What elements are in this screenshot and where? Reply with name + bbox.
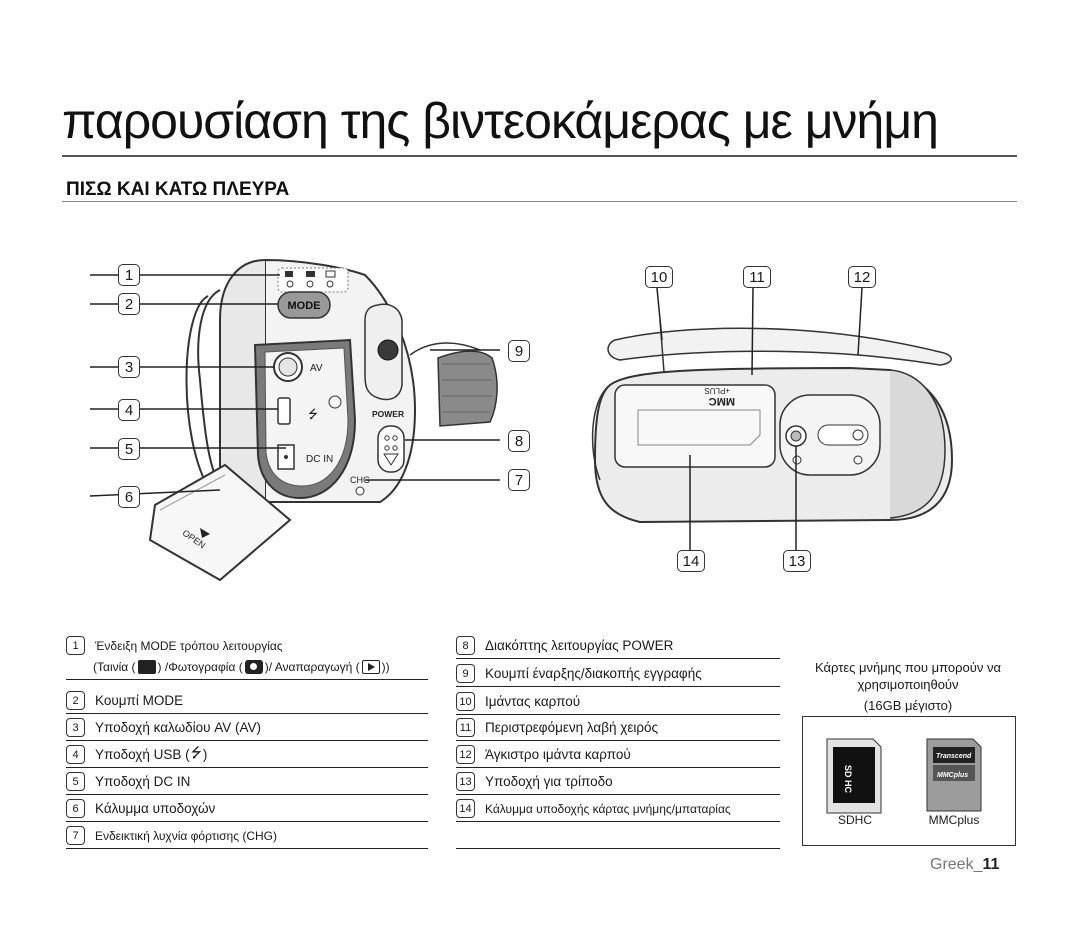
camera-icon [244, 660, 263, 674]
camera-bottom-illustration: MMC +PLUS [591, 287, 954, 555]
legend-item: 14 Κάλυμμα υποδοχής κάρτας μνήμης/μπαταρ… [456, 796, 780, 822]
sdhc-logo: SD HC [843, 765, 853, 794]
callout-4: 4 [118, 399, 140, 421]
mmcplus-logo: MMCplus [937, 772, 968, 779]
movie-icon [137, 660, 156, 674]
title-divider [62, 155, 1017, 157]
legend-right: 8 Διακόπτης λειτουργίας POWER 9 Κουμπί έ… [456, 633, 780, 853]
page-number: 11 [982, 856, 1000, 873]
callout-1: 1 [118, 264, 140, 286]
legend-item: 12 Άγκιστρο ιμάντα καρπού [456, 742, 780, 768]
cards-capacity: (16GB μέγιστο) [863, 698, 953, 713]
callout-13: 13 [783, 550, 811, 572]
section-heading: ΠΙΣΩ ΚΑΙ ΚΑΤΩ ΠΛΕΥΡΑ [66, 179, 290, 200]
memory-cards-illustration: SD HC Transcend MMCplus [826, 738, 982, 814]
mode-button [277, 291, 331, 319]
legend-item: 2 Κουμπί MODE [66, 688, 428, 714]
legend-item: 1 Ένδειξη MODE τρόπου λειτουργίας [66, 633, 428, 658]
callout-14: 14 [677, 550, 705, 572]
svg-text:CHG: CHG [350, 475, 370, 485]
callout-10: 10 [645, 266, 673, 288]
callout-8: 8 [508, 430, 530, 452]
page-title: παρουσίαση της βιντεοκάμερας με μνήμη [62, 93, 939, 149]
page-footer: Greek_11 [930, 856, 999, 874]
section-divider [62, 201, 1017, 202]
play-icon [361, 660, 380, 674]
sdhc-card-label: SDHC [837, 813, 872, 827]
legend-item: 5 Υποδοχή DC IN [66, 769, 428, 795]
legend-left: 1 Ένδειξη MODE τρόπου λειτουργίας (Ταινί… [66, 633, 428, 853]
legend-item: (Ταινία ( ) /Φωτογραφία ( )/ Αναπαραγωγή… [66, 655, 428, 680]
memory-cards-box: SD HC Transcend MMCplus SDHC MMCplus [802, 716, 1016, 846]
legend-item: 10 Ιμάντας καρπού [456, 689, 780, 715]
legend-item: 3 Υποδοχή καλωδίου AV (AV) [66, 715, 428, 741]
legend-item: 8 Διακόπτης λειτουργίας POWER [456, 633, 780, 659]
usb-port [277, 397, 291, 425]
mmcplus-card-label: MMCplus [928, 813, 980, 827]
callout-5: 5 [118, 438, 140, 460]
legend-item: 6 Κάλυμμα υποδοχών [66, 796, 428, 822]
legend-item: 7 Ενδεικτική λυχνία φόρτισης (CHG) [66, 823, 428, 849]
legend-item: 11 Περιστρεφόμενη λαβή χειρός [456, 715, 780, 741]
footer-language: Greek_ [930, 856, 983, 873]
connector-cover: OPEN [148, 463, 292, 582]
usb-icon: ⭍ [190, 745, 202, 761]
legend-divider [456, 823, 780, 849]
cards-caption: Κάρτες μνήμης που μπορούν να χρησιμοποιη… [815, 660, 1001, 692]
callout-3: 3 [118, 356, 140, 378]
callout-2: 2 [118, 293, 140, 315]
record-button [377, 339, 399, 361]
callout-6: 6 [118, 486, 140, 508]
callout-9: 9 [508, 340, 530, 362]
svg-text:POWER: POWER [372, 409, 404, 419]
svg-text:+PLUS: +PLUS [704, 386, 730, 395]
mode-indicator-icon [277, 267, 349, 293]
callout-7: 7 [508, 469, 530, 491]
svg-text:DC IN: DC IN [306, 454, 333, 465]
legend-item: 9 Κουμπί έναρξης/διακοπής εγγραφής [456, 661, 780, 687]
svg-text:AV: AV [310, 363, 323, 374]
transcend-logo: Transcend [936, 753, 972, 760]
svg-text:⭍: ⭍ [308, 407, 318, 421]
callout-12: 12 [848, 266, 876, 288]
legend-item: 4 Υποδοχή USB ( ⭍ ) [66, 742, 428, 768]
chg-lamp [355, 486, 365, 496]
svg-text:MMC: MMC [709, 395, 735, 407]
card-cover [614, 384, 776, 468]
callout-11: 11 [743, 266, 771, 288]
legend-item: 13 Υποδοχή για τρίποδο [456, 769, 780, 795]
mode-button-label: MODE [288, 300, 321, 312]
